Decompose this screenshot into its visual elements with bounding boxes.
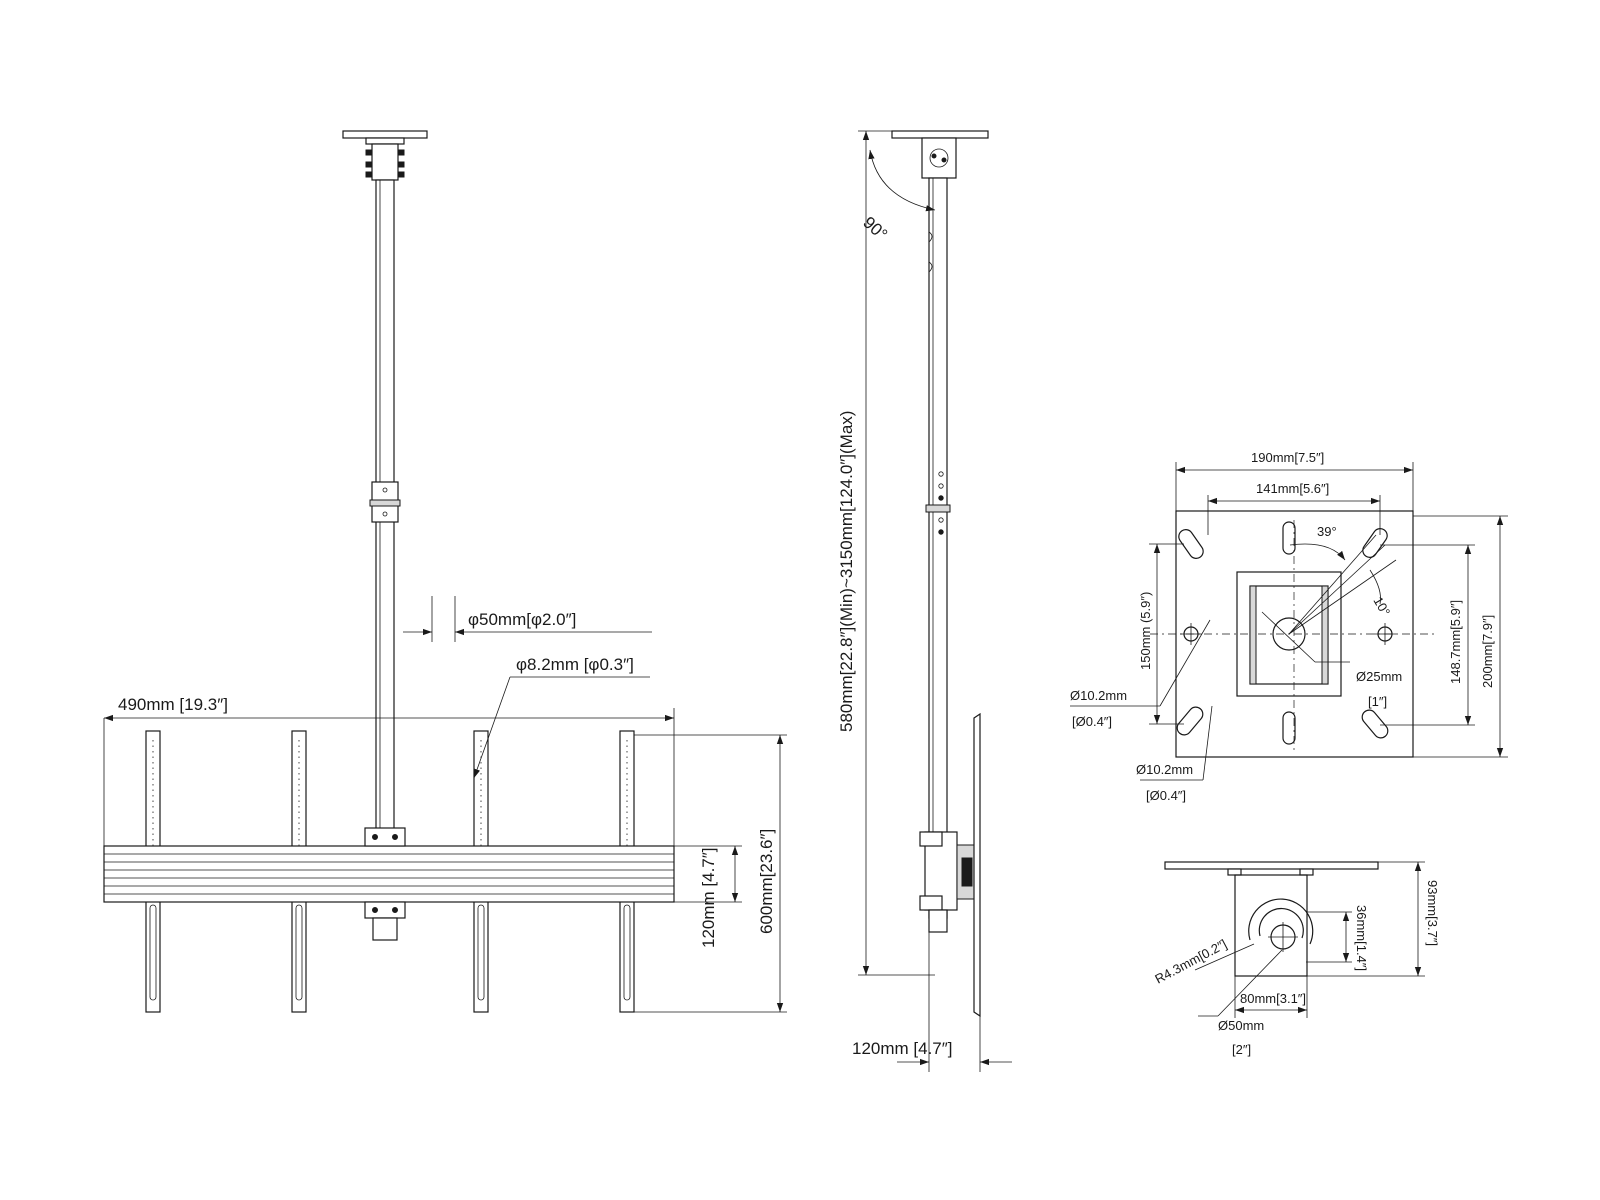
side-plate-bracket [1234,874,1308,977]
upper-clamp [371,143,399,181]
outer-width-label: 190mm[7.5″] [1251,450,1324,465]
slot-angle-label: 39° [1317,524,1337,539]
hole-spacing-label: 150mm (5.9″) [1138,592,1153,670]
pole-length-label: 580mm[22.8″](Min)~3150mm[124.0″](Max) [837,411,856,732]
side-screen-plate [973,712,981,1018]
hole-left-in: [Ø0.4″] [1072,714,1112,729]
rail-height-label: 120mm [4.7″] [699,847,718,948]
tube-in-label: [2″] [1232,1042,1251,1057]
hole-diameter-label: φ8.2mm [φ0.3″] [516,655,634,674]
center-bracket [1236,571,1342,697]
inner-width-label: 141mm[5.6″] [1256,481,1329,496]
arm-height-label: 600mm[23.6″] [757,829,776,934]
plate-side-view: R4.3mm[0.2″] 36mm[1.4″] 93mm[3.7″] 80mm[… [1152,861,1440,1057]
height-label: 93mm[3.7″] [1425,880,1440,946]
side-plate-top [1164,861,1379,870]
upper-rail-clamp [364,827,406,847]
offset-label: 36mm[1.4″] [1354,905,1369,971]
ceiling-plate [342,130,428,139]
slot-sweep-label: 10° [1370,594,1393,619]
tube-mm-label: Ø50mm [1218,1018,1264,1033]
tube-diameter-label: φ50mm[φ2.0″] [468,610,576,629]
horizontal-rail [103,845,675,903]
side-ceiling-plate [891,130,989,139]
side-pole [928,177,948,919]
bracket-width-label: 80mm[3.1″] [1240,991,1306,1006]
radius-label: R4.3mm[0.2″] [1152,936,1229,986]
center-hole-mm: Ø25mm [1356,669,1402,684]
inner-height-label: 148.7mm[5.9″] [1448,600,1463,684]
bottom-width-label: 120mm [4.7″] [852,1039,953,1058]
front-view: φ50mm[φ2.0″] φ8.2mm [φ0.3″] 490mm [19.3″… [103,130,787,1013]
hole-left-mm: Ø10.2mm [1070,688,1127,703]
hole-bottom-mm: Ø10.2mm [1136,762,1193,777]
outer-height-label: 200mm[7.9″] [1480,615,1495,688]
hole-bottom-in: [Ø0.4″] [1146,788,1186,803]
center-hole [1272,617,1306,651]
plate-top-view: 39° 10° 190mm[7.5″] 141mm[5.6″] 200mm[7.… [1070,450,1508,803]
tilt-angle-label: 90° [859,213,891,244]
center-hole-in: [1″] [1368,694,1387,709]
lower-rail-clamp [364,901,406,919]
overall-width-label: 490mm [19.3″] [118,695,228,714]
side-swivel-bracket [921,137,957,179]
side-view: 90° 580mm[22.8″](Min)~3150mm[124.0″](Max… [837,130,1012,1072]
